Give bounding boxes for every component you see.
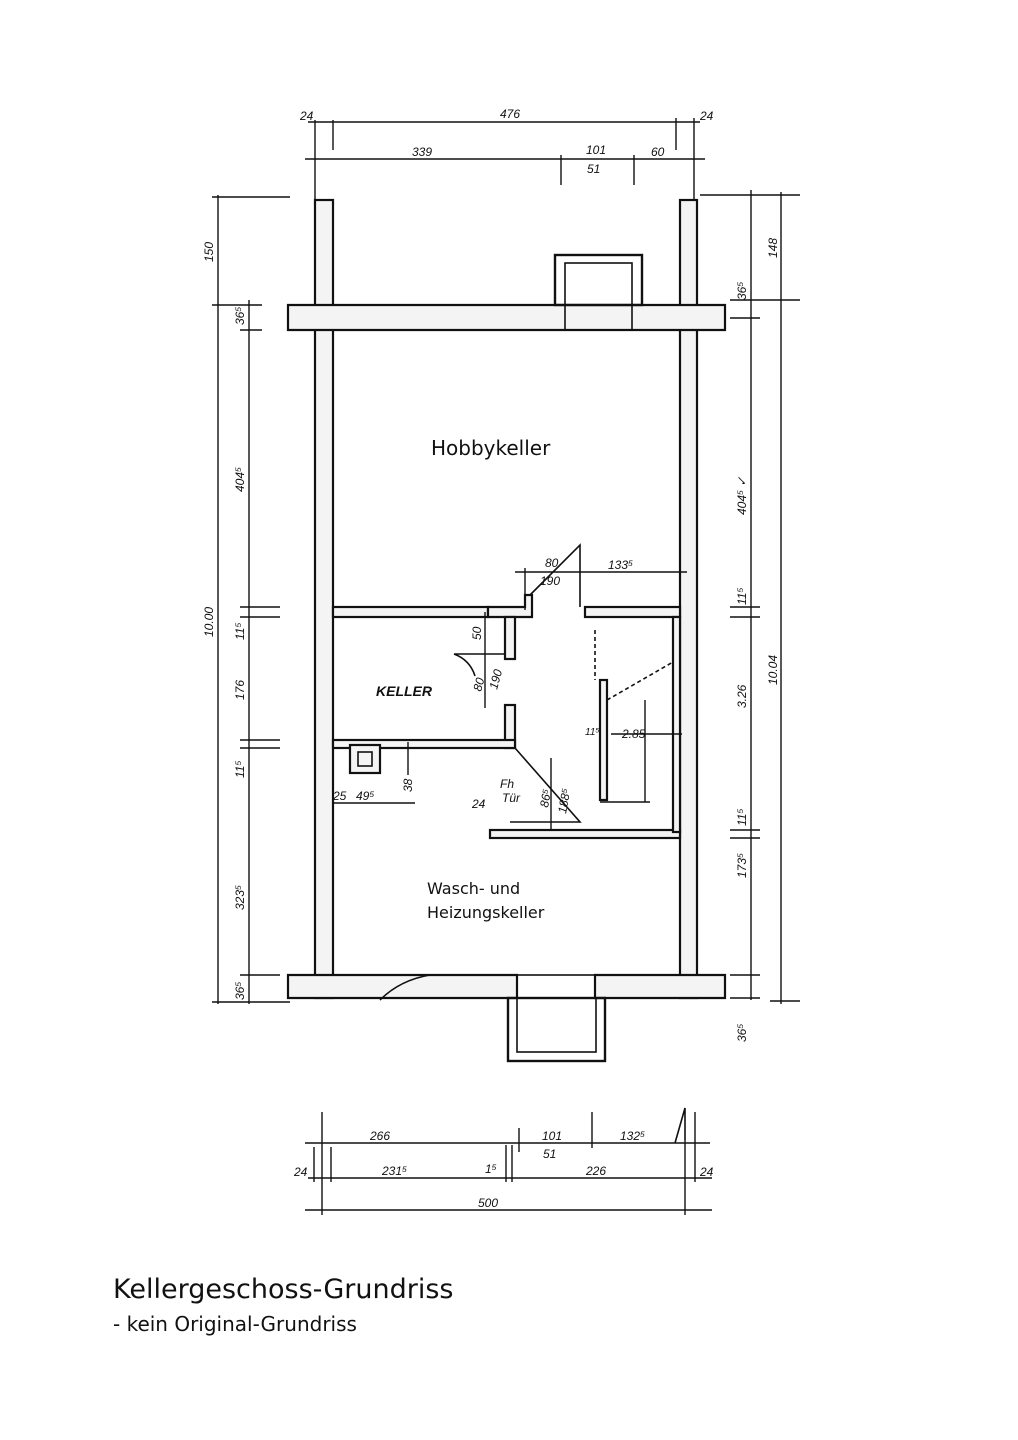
dim-bottom-c: 132⁵: [620, 1129, 645, 1143]
bottom-window-well-inner: [516, 997, 597, 1053]
dim-top-c: 60: [651, 145, 665, 159]
exit-door-swing: [379, 974, 431, 1001]
dim-right-wall2: 11⁵: [735, 808, 749, 826]
storage-door: [594, 630, 674, 701]
keller-bottom-wall: [331, 738, 517, 750]
dim-fh-width: 86⁵: [537, 788, 554, 809]
dim-left-total: 10.00: [202, 607, 216, 637]
caption-title: Kellergeschoss-Grundriss: [113, 1274, 454, 1305]
room-label-wasch-line2: Heizungskeller: [427, 903, 545, 922]
room-label-wasch-line1: Wasch- und: [427, 879, 520, 898]
dim-right-wall-top: 36⁵: [735, 282, 749, 300]
chimney: [348, 743, 382, 775]
dim-left-keller: 176: [233, 680, 247, 700]
dim-left-wall-top: 36⁵: [233, 307, 247, 325]
keller-door-swing: [453, 653, 505, 677]
interior-dimensions: 80 190 133⁵ 50 80 190 11⁵ 2.85 Fh Tür 86…: [332, 556, 687, 830]
dim-wall-24: 24: [471, 797, 486, 811]
dim-bottom-total: 500: [478, 1196, 498, 1210]
partition-wall: [598, 678, 609, 802]
dim-chimney-49: 49⁵: [356, 789, 374, 803]
dim-left-hobby: 404⁵: [233, 467, 247, 492]
fh-label: Fh: [500, 777, 514, 791]
top-window: [564, 304, 633, 331]
dim-right-length: 133⁵: [608, 558, 633, 572]
caption-subtitle: - kein Original-Grundriss: [113, 1312, 357, 1336]
bottom-wall: [286, 973, 727, 1000]
dim-top-right-wall: 24: [699, 109, 714, 123]
middle-wall-left: [331, 605, 490, 619]
top-wall: [286, 303, 727, 332]
dim-bottom-right-wall: 24: [699, 1165, 714, 1179]
dim-top-total: 476: [500, 107, 520, 121]
dim-left-wall2: 11⁵: [233, 760, 247, 778]
dim-bottom-f: 226: [585, 1164, 606, 1178]
dim-right-hobby: 404⁵ ✓: [735, 477, 749, 515]
room-label-hobbykeller: Hobbykeller: [431, 436, 551, 460]
dim-door-width: 80: [545, 556, 559, 570]
window-wells: [506, 253, 644, 1063]
dim-top-left-wall: 24: [299, 109, 314, 123]
tuer-label: Tür: [502, 791, 521, 805]
keller-wall-right-upper: [503, 615, 517, 661]
dim-bottom-b-sub: 51: [543, 1147, 556, 1161]
dim-left-wasch: 323⁵: [233, 885, 247, 910]
left-dimensions: 150 36⁵ 404⁵ 10.00 11⁵ 176 11⁵ 323⁵ 36⁵: [202, 195, 290, 1004]
dim-top-b: 101: [586, 143, 606, 157]
chimney-flue: [357, 751, 373, 767]
dim-top-a: 339: [412, 145, 432, 159]
room-label-keller: KELLER: [376, 683, 433, 699]
dim-bottom-b: 101: [542, 1129, 562, 1143]
dim-fh-height: 188⁵: [555, 787, 573, 814]
dim-right-wall1: 11⁵: [735, 587, 749, 605]
right-inner-wall: [671, 615, 682, 834]
dim-bottom-a: 266: [369, 1129, 390, 1143]
dim-right-total: 10.04: [766, 655, 780, 685]
dim-right-outer-top: 148: [766, 238, 780, 258]
bottom-dimensions: 266 101 51 132⁵ 24 231⁵ 1⁵ 226 24 500: [293, 1107, 714, 1215]
dim-chimney-38: 38: [401, 778, 415, 792]
dim-chimney-25: 25: [332, 789, 347, 803]
dim-right-mid: 3.26: [735, 684, 749, 708]
top-dimensions: 476 24 24 339 101 51 60: [299, 107, 714, 200]
dim-left-wall-bottom: 36⁵: [233, 982, 247, 1000]
dim-bottom-left-wall: 24: [293, 1165, 308, 1179]
dim-top-b-sub: 51: [587, 162, 600, 176]
dim-right-wall-bottom: 36⁵: [735, 1024, 749, 1042]
hobby-door-swing: [529, 543, 581, 607]
dim-bottom-d: 231⁵: [381, 1164, 407, 1178]
walls: [286, 198, 727, 1000]
dim-door-height: 190: [540, 574, 560, 588]
top-window-well-inner: [564, 262, 633, 306]
center-bottom-wall: [488, 828, 682, 840]
right-dimensions: 148 36⁵ 404⁵ ✓ 11⁵ 3.26 10.04 11⁵ 173⁵ 3…: [700, 190, 800, 1042]
dim-wall-thickness: 11⁵: [585, 727, 600, 738]
dim-left-wall1: 11⁵: [233, 622, 247, 640]
dim-keller-50: 50: [470, 626, 484, 640]
dim-right-wasch: 173⁵: [735, 853, 749, 878]
dim-left-outer-top: 150: [202, 242, 216, 262]
bottom-window: [516, 974, 596, 999]
fh-door: [510, 747, 582, 823]
dim-depth: 2.85: [621, 727, 646, 741]
middle-wall-right: [583, 605, 682, 619]
dim-keller-door-w: 80: [470, 676, 487, 693]
doors: [379, 543, 674, 1001]
dim-keller-door-h: 190: [486, 667, 505, 690]
dim-bottom-e: 1⁵: [485, 1162, 497, 1176]
